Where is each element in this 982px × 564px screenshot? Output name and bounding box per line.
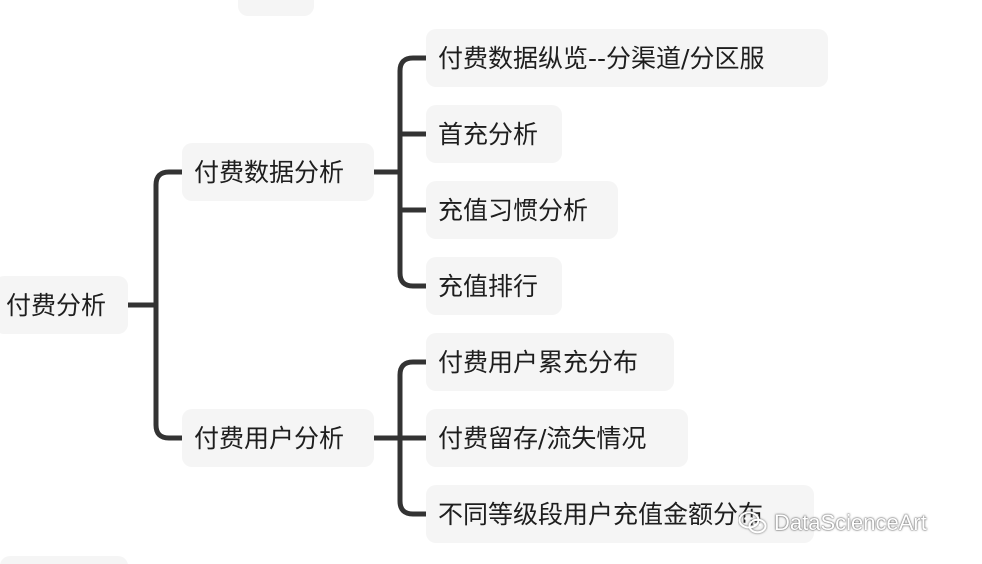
leaf-node-charge-ranking[interactable]: 充值排行 [426, 257, 562, 315]
leaf-node-label: 首充分析 [438, 119, 539, 149]
branch-node-payment-data[interactable]: 付费数据分析 [182, 143, 374, 201]
leaf-node-level-amount[interactable]: 不同等级段用户充值金额分布 [426, 485, 814, 543]
leaf-node-label: 充值排行 [438, 271, 539, 301]
leaf-node-retention-churn[interactable]: 付费留存/流失情况 [426, 409, 688, 467]
leaf-node-first-charge[interactable]: 首充分析 [426, 105, 562, 163]
root-node[interactable]: 付费分析 [0, 276, 128, 334]
watermark: DataScienceArt [738, 508, 927, 538]
branch-node-paying-users[interactable]: 付费用户分析 [182, 409, 374, 467]
leaf-node-cumulative-charge[interactable]: 付费用户累充分布 [426, 333, 674, 391]
leaf-node-charge-habit[interactable]: 充值习惯分析 [426, 181, 618, 239]
watermark-text: DataScienceArt [774, 510, 927, 535]
connector-root-branches [125, 169, 185, 441]
leaf-node-label: 付费数据纵览--分渠道/分区服 [438, 43, 765, 73]
branch-node-label: 付费数据分析 [194, 157, 345, 187]
leaf-node-overview[interactable]: 付费数据纵览--分渠道/分区服 [426, 29, 828, 87]
partial-node-top [238, 0, 314, 16]
connector-branch-1 [371, 55, 429, 289]
connector-branch-2 [371, 359, 429, 517]
root-node-label: 付费分析 [6, 290, 107, 320]
partial-node-bottom [0, 556, 128, 564]
leaf-node-label: 不同等级段用户充值金额分布 [438, 499, 764, 529]
leaf-node-label: 充值习惯分析 [438, 195, 589, 225]
leaf-node-label: 付费用户累充分布 [438, 347, 639, 377]
wechat-icon [738, 510, 768, 536]
branch-node-label: 付费用户分析 [194, 423, 345, 453]
leaf-node-label: 付费留存/流失情况 [438, 423, 647, 453]
